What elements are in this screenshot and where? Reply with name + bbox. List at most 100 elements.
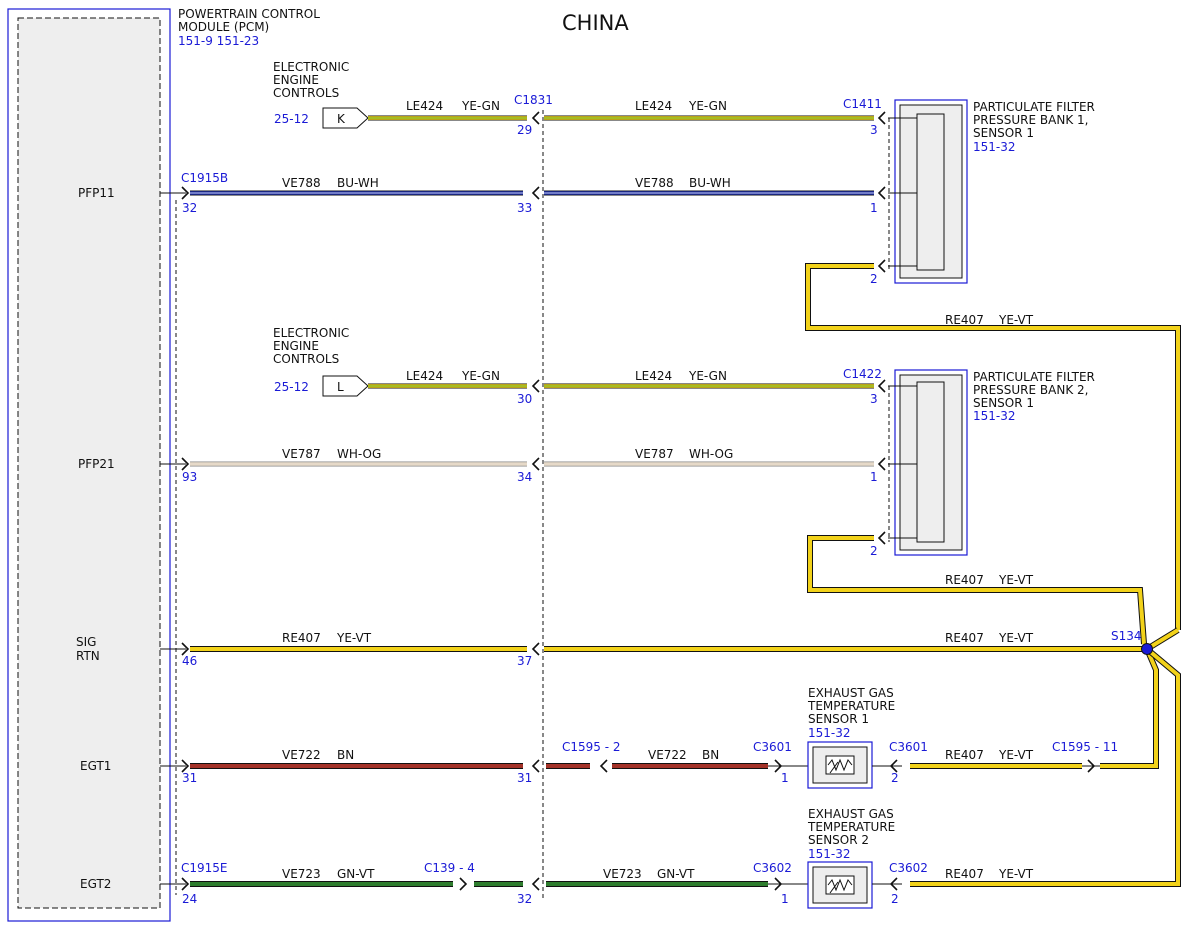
- page-title: CHINA: [562, 11, 629, 35]
- eec-l-label-3: CONTROLS: [273, 352, 339, 366]
- wire-le424-row2: LE424 YE-GN LE424 YE-GN 30 C1422 3: [368, 367, 886, 406]
- pin-3-pf1: 3: [870, 123, 878, 137]
- wire-re407-egt2: RE407 YE-VT: [945, 867, 1034, 881]
- splice-s134-label: S134: [1111, 629, 1142, 643]
- wire-ve787-label-left: VE787: [282, 447, 321, 461]
- wire-ve722-label-right: VE722: [648, 748, 687, 762]
- wire-ve723-color-left: GN-VT: [337, 867, 375, 881]
- wire-ve787-label-right: VE787: [635, 447, 674, 461]
- wire-ve788: VE788 BU-WH VE788 BU-WH C1915B 32 33 1: [181, 171, 886, 215]
- wire-ve722-label-left: VE722: [282, 748, 321, 762]
- wire-ve723-label-left: VE723: [282, 867, 321, 881]
- connector-c1595-11: C1595 - 11: [1052, 740, 1118, 754]
- egt2-label-2: TEMPERATURE: [807, 820, 895, 834]
- pin-37: 37: [517, 654, 532, 668]
- connector-c3602-left: C3602: [753, 861, 792, 875]
- wire-le424-color-left: YE-GN: [461, 99, 500, 113]
- wire-re407-egt1: RE407 YE-VT C1595 - 11: [910, 740, 1118, 773]
- eec-l-ref: 25-12: [274, 380, 309, 394]
- pcm-pin-sig: SIG: [76, 635, 96, 649]
- eec-k-ref: 25-12: [274, 112, 309, 126]
- egt1-label-2: TEMPERATURE: [807, 699, 895, 713]
- pin-30: 30: [517, 392, 532, 406]
- pin-29: 29: [517, 123, 532, 137]
- splice-s134: S134: [910, 627, 1181, 887]
- pcm-pin-pfp21: PFP21: [78, 457, 115, 471]
- wire-le424-row1: LE424 YE-GN LE424 YE-GN C1831 29 C1411 3: [368, 93, 886, 137]
- pin-1-pf1: 1: [870, 201, 878, 215]
- egt1-label-1: EXHAUST GAS: [808, 686, 894, 700]
- pcm-pin-egt2: EGT2: [80, 877, 111, 891]
- pin-1-egt1: 1: [781, 771, 789, 785]
- connector-c1595-2: C1595 - 2: [562, 740, 621, 754]
- pcm-label-2: MODULE (PCM): [178, 20, 269, 34]
- pin-31-pcm: 31: [182, 771, 197, 785]
- egt1-label-3: SENSOR 1: [808, 712, 869, 726]
- egt2-ref: 151-32: [808, 847, 851, 861]
- pin-32: 32: [182, 201, 197, 215]
- pin-2-egt1: 2: [891, 771, 899, 785]
- wire-ve723-label-right: VE723: [603, 867, 642, 881]
- eec-k-label-2: ENGINE: [273, 73, 319, 87]
- eec-k-label-3: CONTROLS: [273, 86, 339, 100]
- wire-ve787-color-right: WH-OG: [689, 447, 733, 461]
- pin-2-pf1: 2: [870, 272, 878, 286]
- pcm-pin-rtn: RTN: [76, 649, 100, 663]
- pin-2-pf2: 2: [870, 544, 878, 558]
- pin-33: 33: [517, 201, 532, 215]
- pf1-label-1: PARTICULATE FILTER: [973, 100, 1095, 114]
- eec-l-label-1: ELECTRONIC: [273, 326, 349, 340]
- wire-ve722: VE722 BN VE722 BN C1595 - 2 C3601 31 31 …: [181, 740, 808, 785]
- eec-l-label-2: ENGINE: [273, 339, 319, 353]
- pf2-label-1: PARTICULATE FILTER: [973, 370, 1095, 384]
- connector-c1411: C1411: [843, 97, 882, 111]
- eec-k-group: ELECTRONIC ENGINE CONTROLS 25-12 K: [273, 60, 369, 129]
- egt-sensor-1: EXHAUST GAS TEMPERATURE SENSOR 1 151-32 …: [807, 686, 928, 789]
- wire-re407-egt1-color: YE-VT: [998, 748, 1034, 762]
- wire-re407-sigrtn-color-right: YE-VT: [998, 631, 1034, 645]
- wire-ve788-color-left: BU-WH: [337, 176, 379, 190]
- pf1-label-2: PRESSURE BANK 1,: [973, 113, 1088, 127]
- wire-re407-egt2-label: RE407: [945, 867, 984, 881]
- wire-ve723: VE723 GN-VT VE723 GN-VT C1915E C139 - 4 …: [181, 861, 808, 906]
- pcm-module: POWERTRAIN CONTROL MODULE (PCM) 151-9 15…: [7, 7, 320, 922]
- wire-re407-pf1-color: YE-VT: [998, 313, 1034, 327]
- pf2-label-2: PRESSURE BANK 2,: [973, 383, 1088, 397]
- wire-le424-row2-color-right: YE-GN: [688, 369, 727, 383]
- pf1-label-3: SENSOR 1: [973, 126, 1034, 140]
- wire-re407-pf1: RE407 YE-VT: [805, 263, 1181, 630]
- wire-le424-row2-color-left: YE-GN: [461, 369, 500, 383]
- egt2-label-1: EXHAUST GAS: [808, 807, 894, 821]
- wire-ve787: VE787 WH-OG VE787 WH-OG 93 34 1: [181, 447, 886, 484]
- wire-ve788-label-left: VE788: [282, 176, 321, 190]
- wire-ve722-color-right: BN: [702, 748, 719, 762]
- wire-re407-sigrtn-color-left: YE-VT: [336, 631, 372, 645]
- wire-ve723-color-right: GN-VT: [657, 867, 695, 881]
- egt-sensor-2: EXHAUST GAS TEMPERATURE SENSOR 2 151-32 …: [807, 807, 928, 909]
- wire-re407-pf2-color: YE-VT: [998, 573, 1034, 587]
- pcm-pin-egt1: EGT1: [80, 759, 111, 773]
- wire-ve722-color-left: BN: [337, 748, 354, 762]
- pf2-label-3: SENSOR 1: [973, 396, 1034, 410]
- pin-34: 34: [517, 470, 532, 484]
- wire-re407-sigrtn-label-left: RE407: [282, 631, 321, 645]
- connector-c1915b: C1915B: [181, 171, 228, 185]
- connector-c3601-left: C3601: [753, 740, 792, 754]
- pf-sensor-2: 2 PARTICULATE FILTER PRESSURE BANK 2, SE…: [870, 369, 1095, 558]
- wire-re407-pf2-label: RE407: [945, 573, 984, 587]
- wire-le424-row2-label-left: LE424: [406, 369, 443, 383]
- pin-1-pf2: 1: [870, 470, 878, 484]
- wire-ve787-color-left: WH-OG: [337, 447, 381, 461]
- connector-c3602-right: C3602: [889, 861, 928, 875]
- pin-32-c1831: 32: [517, 892, 532, 906]
- wire-le424-row2-label-right: LE424: [635, 369, 672, 383]
- eec-l-pin: L: [337, 380, 344, 394]
- wire-re407-pf1-label: RE407: [945, 313, 984, 327]
- connector-c1831: C1831: [514, 93, 553, 107]
- wire-re407-sigrtn-label-right: RE407: [945, 631, 984, 645]
- wire-le424-label-right: LE424: [635, 99, 672, 113]
- pin-31-c1831: 31: [517, 771, 532, 785]
- pin-3-pf2: 3: [870, 392, 878, 406]
- wire-ve788-label-right: VE788: [635, 176, 674, 190]
